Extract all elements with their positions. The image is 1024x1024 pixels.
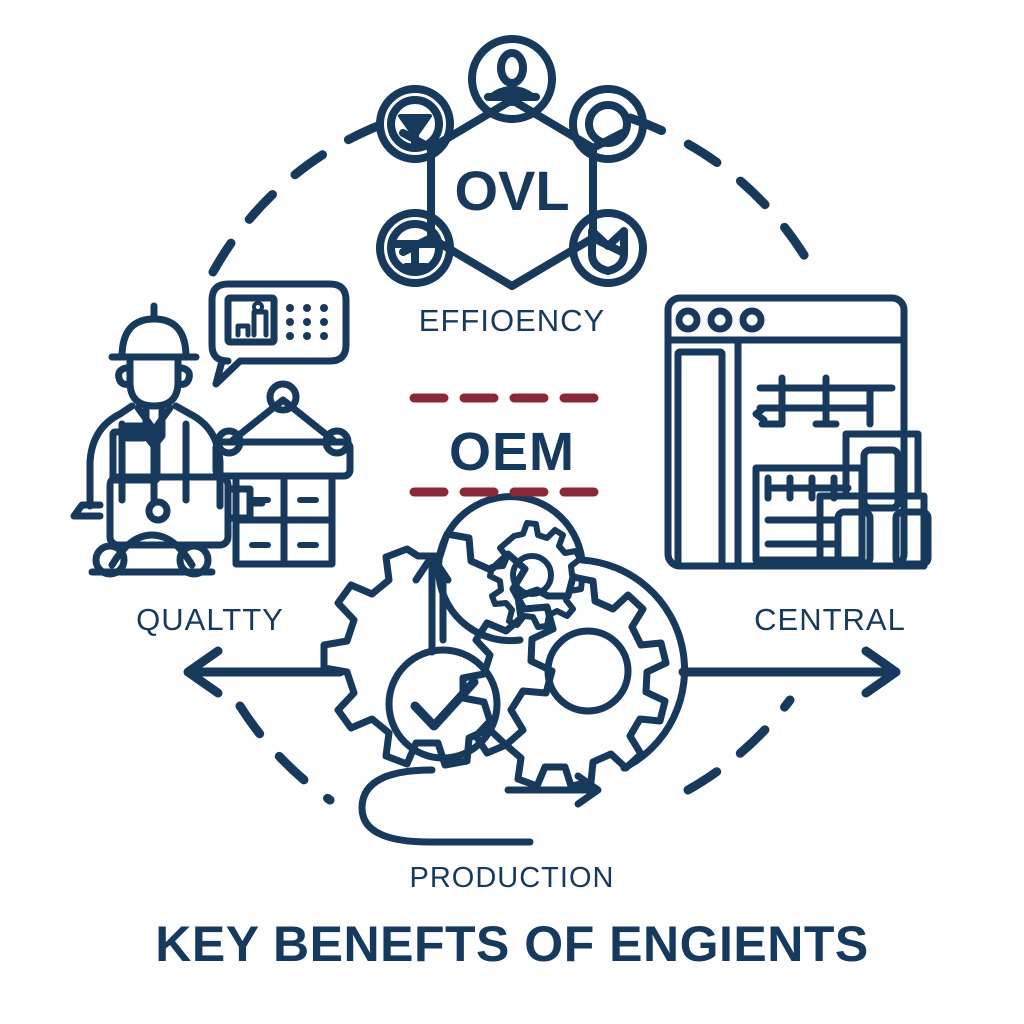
dot-grid	[286, 304, 328, 340]
page-title: KEY BENEFTS OF ENGIENTS	[155, 916, 869, 972]
loop-arc-upper	[435, 493, 586, 645]
arrow-left	[183, 646, 345, 698]
quadrant-label-quality: QUALTTY	[136, 602, 284, 637]
storage-cabinet	[212, 438, 354, 568]
worker-desk-base	[88, 531, 216, 578]
arrow-right	[678, 646, 901, 698]
shield-node-icon	[569, 209, 647, 287]
hardhat-worker	[86, 302, 224, 510]
dashed-arc-bottom-left	[235, 701, 335, 805]
gantt-flow-diagram	[752, 374, 896, 428]
quadrant-label-production: PRODUCTION	[409, 862, 615, 894]
speech-bubble-chart	[208, 280, 350, 388]
tag-node-icon-lower-left	[376, 209, 454, 287]
person-node-icon	[468, 35, 556, 123]
dashed-arc-top-left	[208, 113, 405, 277]
medium-gear	[459, 573, 670, 790]
molecule-center-label: OVL	[454, 159, 569, 222]
quadrant-label-efficiency: EFFIOENCY	[418, 303, 606, 338]
quadrant-label-central: CENTRAL	[754, 602, 906, 637]
loop-arrow	[358, 766, 534, 846]
dashed-arc-bottom-right	[683, 695, 795, 795]
tag-node-icon-upper-left	[376, 85, 454, 163]
ring-node-icon	[569, 85, 647, 163]
loop-arc-right	[578, 556, 689, 772]
dashed-arc-top-right	[625, 113, 819, 277]
sidebar-panel	[674, 336, 742, 570]
robot-arm	[214, 380, 352, 457]
stacked-crates	[752, 430, 932, 570]
center-oem-label: OEM	[448, 422, 575, 482]
